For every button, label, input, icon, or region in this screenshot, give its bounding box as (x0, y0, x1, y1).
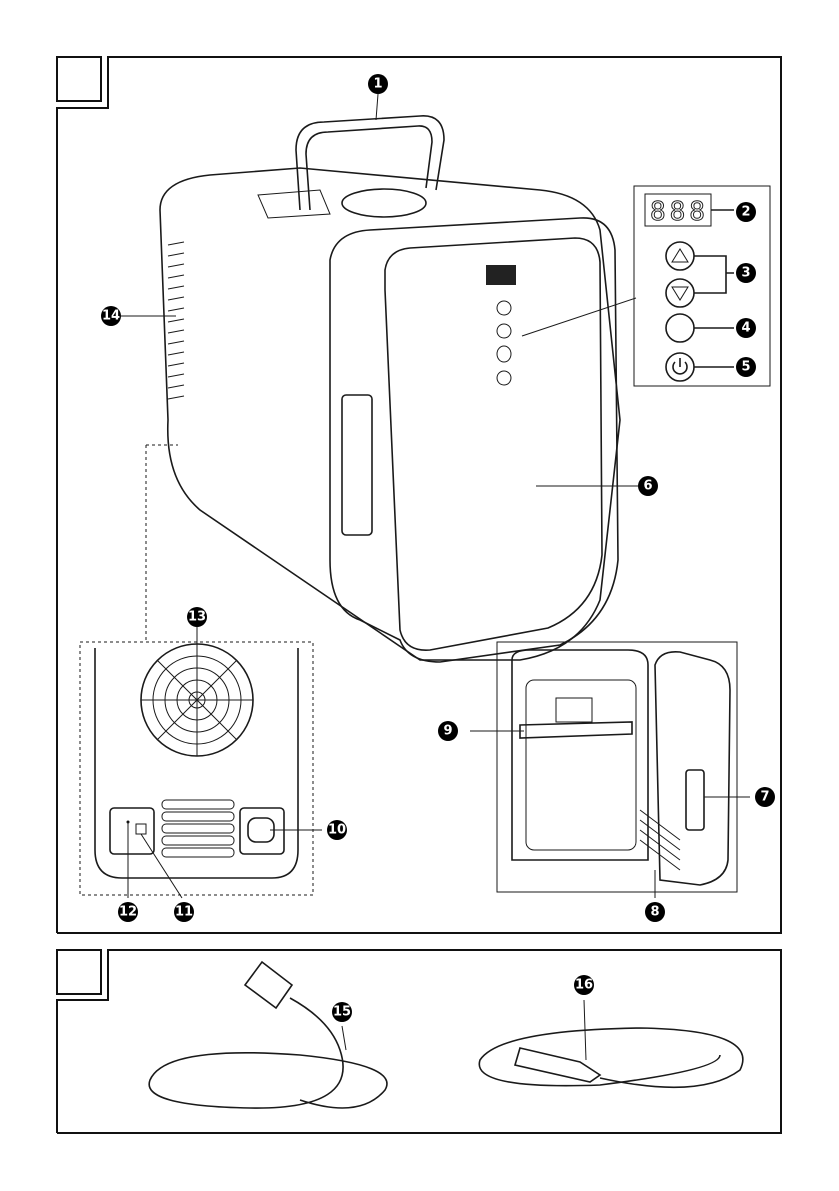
door-display (486, 265, 516, 285)
rear-view-inset (80, 445, 322, 898)
svg-text:3: 3 (741, 266, 750, 281)
power-icon (673, 358, 687, 374)
svg-text:12: 12 (119, 905, 137, 920)
callout-13: 13 (187, 607, 207, 627)
door-handle (342, 395, 372, 535)
figure-a-label-box (57, 57, 101, 101)
inner-door-handle (686, 770, 704, 830)
callout-7: 7 (755, 787, 775, 807)
callout-9: 9 (438, 721, 458, 741)
callout-14: 14 (101, 306, 121, 326)
svg-text:8: 8 (650, 905, 659, 920)
dc-socket (136, 824, 146, 834)
callout-11: 11 (174, 902, 194, 922)
open-fridge-inset (470, 642, 750, 898)
display-readout: 888 (650, 197, 709, 227)
svg-text:1: 1 (373, 77, 382, 92)
svg-text:15: 15 (333, 1005, 351, 1020)
callout-4: 4 (736, 318, 756, 338)
svg-text:7: 7 (760, 790, 769, 805)
dc-socket-panel (110, 808, 154, 854)
dc-car-cable (479, 1000, 743, 1087)
svg-text:14: 14 (102, 309, 120, 324)
up-button (666, 242, 694, 270)
ac-adapter-plug (245, 962, 292, 1008)
callout-5: 5 (736, 357, 756, 377)
door-panel (385, 238, 602, 650)
figure-b-frame (57, 950, 781, 1133)
set-button-small (497, 346, 511, 362)
callout-15: 15 (332, 1002, 352, 1022)
callout-10: 10 (327, 820, 347, 840)
svg-text:2: 2 (741, 205, 750, 220)
callout-3: 3 (736, 263, 756, 283)
figure-b-label-box (57, 950, 101, 994)
callout-2: 2 (736, 202, 756, 222)
callout-16: 16 (574, 975, 594, 995)
svg-text:10: 10 (328, 823, 346, 838)
svg-text:9: 9 (443, 724, 452, 739)
car-plug (515, 1048, 600, 1082)
rear-vents (162, 800, 234, 857)
callout-12: 12 (118, 902, 138, 922)
up-button-small (497, 301, 511, 315)
svg-text:6: 6 (643, 479, 652, 494)
mini-fridge-illustration (160, 116, 636, 662)
panel-leader (522, 298, 636, 336)
shelf (520, 722, 632, 738)
down-arrow-icon (672, 287, 688, 300)
callout-8: 8 (645, 902, 665, 922)
svg-text:13: 13 (188, 610, 206, 625)
svg-text:11: 11 (175, 905, 193, 920)
figure-a-frame (57, 57, 781, 933)
ac-socket-panel (240, 808, 284, 854)
ac-adapter-cable (149, 962, 387, 1108)
cup-holder (342, 189, 426, 217)
svg-text:4: 4 (741, 321, 750, 336)
down-button-small (497, 324, 511, 338)
thermostat-plate (556, 698, 592, 722)
callout-1: 1 (368, 74, 388, 94)
svg-text:5: 5 (741, 360, 750, 375)
callout-6: 6 (638, 476, 658, 496)
svg-text:16: 16 (575, 978, 593, 993)
up-arrow-icon (672, 249, 688, 262)
side-vents (168, 242, 184, 399)
fridge-door (330, 218, 618, 662)
set-button (666, 314, 694, 342)
power-button-small (497, 371, 511, 385)
down-button (666, 279, 694, 307)
